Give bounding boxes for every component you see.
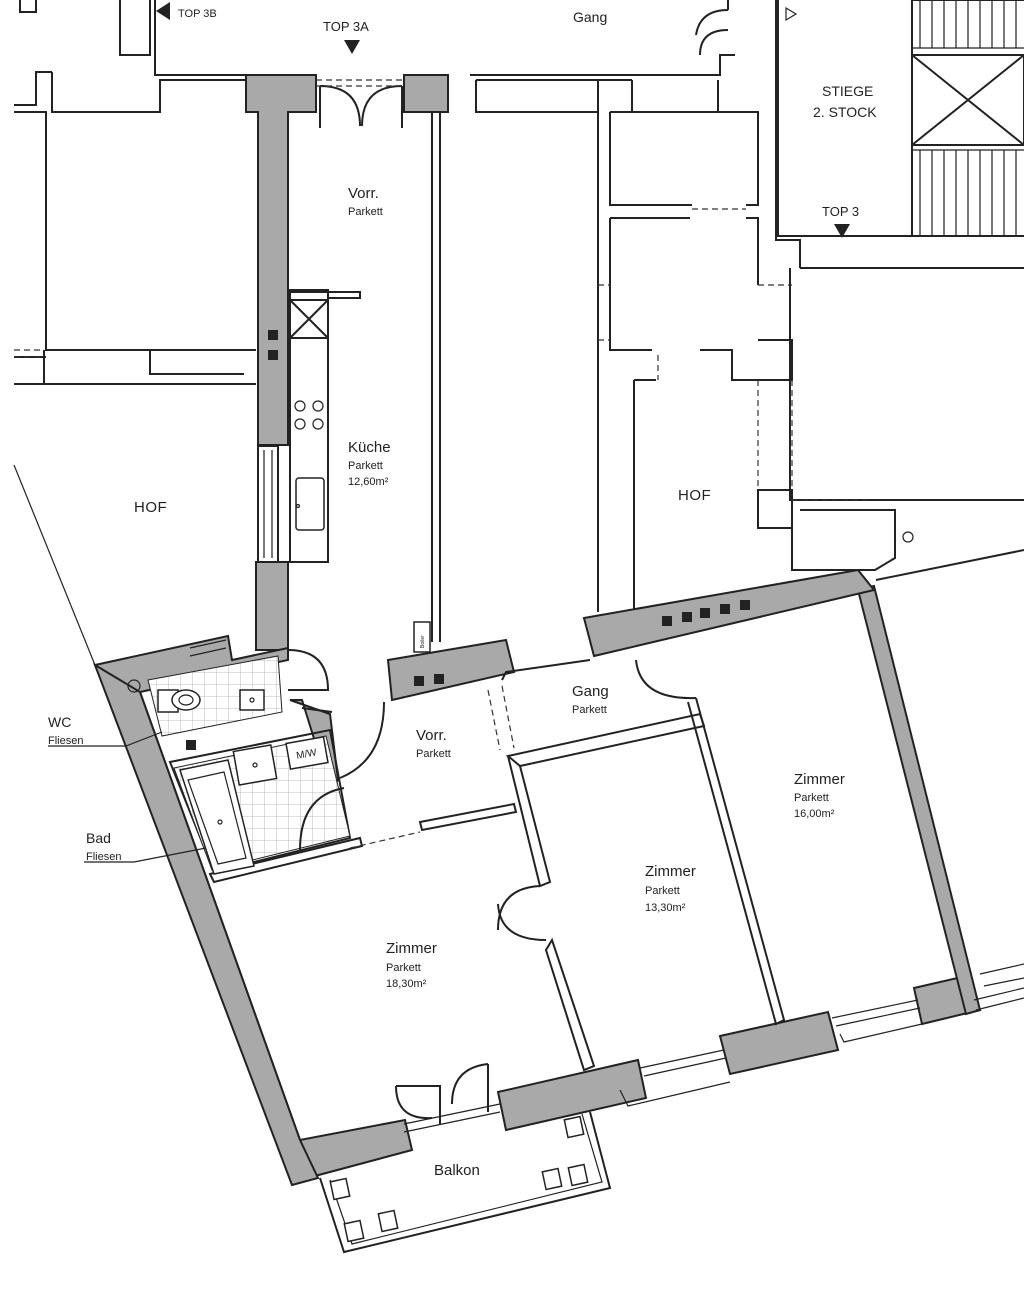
- top3-label: TOP 3: [822, 204, 859, 219]
- svg-text:Boiler: Boiler: [420, 635, 426, 648]
- room-labels: Vorr. Parkett Küche Parkett 12,60m² HOF …: [134, 185, 845, 1179]
- vorr-mid-floor: Parkett: [416, 748, 451, 760]
- windows: [189, 639, 1024, 1133]
- vorr-mid-name: Vorr.: [416, 727, 447, 744]
- kueche-name: Küche: [348, 439, 391, 456]
- wc-room: [147, 655, 283, 737]
- zimmer-left-name: Zimmer: [386, 940, 437, 957]
- zimmer-left-area: 18,30m²: [386, 978, 427, 990]
- top3a-label: TOP 3A: [323, 19, 369, 34]
- bathroom: M/W: [173, 735, 351, 875]
- zimmer-mid-floor: Parkett: [645, 885, 680, 897]
- entry-markers: TOP 3B TOP 3A TOP 3 Gang STIEGE 2. STOCK: [156, 2, 877, 238]
- zimmer-mid-area: 13,30m²: [645, 902, 686, 914]
- washer-label: M/W: [295, 747, 318, 761]
- gang-inner-name: Gang: [572, 683, 609, 700]
- column-marker: [127, 679, 141, 693]
- kueche-area: 12,60m²: [348, 476, 389, 488]
- stiege-label: STIEGE: [822, 83, 873, 99]
- wc-name: WC: [48, 714, 71, 730]
- hof-right-label: HOF: [678, 487, 711, 504]
- gang-outer-label: Gang: [573, 9, 607, 25]
- upper-building-outline: [14, 0, 1024, 612]
- vorr-top-name: Vorr.: [348, 185, 379, 202]
- top3b-label: TOP 3B: [178, 8, 217, 20]
- zimmer-right-name: Zimmer: [794, 771, 845, 788]
- hof-left-label: HOF: [134, 499, 167, 516]
- boiler: Boiler: [413, 621, 431, 653]
- courtyard-edge-line: [13, 464, 96, 666]
- balcony: [319, 1111, 612, 1254]
- kueche-floor: Parkett: [348, 460, 383, 472]
- bad-name: Bad: [86, 830, 111, 846]
- bad-floor: Fliesen: [86, 851, 121, 863]
- zimmer-right-area: 16,00m²: [794, 808, 835, 820]
- wc-floor: Fliesen: [48, 735, 83, 747]
- bad-leader-line: [84, 847, 207, 863]
- zimmer-right-floor: Parkett: [794, 792, 829, 804]
- balkon-label: Balkon: [434, 1162, 480, 1179]
- zimmer-mid-name: Zimmer: [645, 863, 696, 880]
- vorr-top-floor: Parkett: [348, 206, 383, 218]
- kitchen-counter: [257, 289, 361, 563]
- callout-labels: WC Fliesen Bad Fliesen: [48, 714, 121, 863]
- gang-inner-floor: Parkett: [572, 704, 607, 716]
- doors: [287, 79, 697, 1124]
- partition-walls: [168, 112, 786, 1072]
- stiege-floor-label: 2. STOCK: [813, 104, 877, 120]
- wc-leader-line: [48, 731, 163, 747]
- vent-markers: [186, 330, 750, 750]
- zimmer-left-floor: Parkett: [386, 962, 421, 974]
- apartment-walls: [93, 74, 982, 1187]
- stair-treads: [911, 0, 1024, 236]
